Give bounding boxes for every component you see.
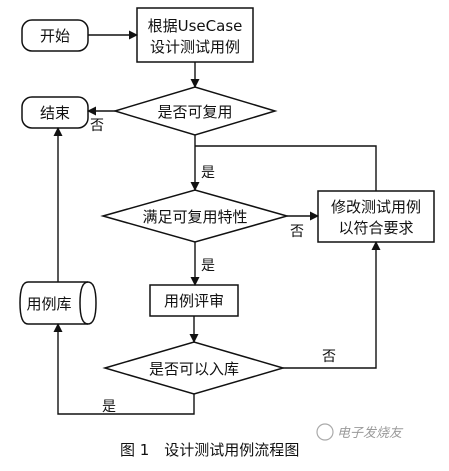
figure-caption: 图 1 设计测试用例流程图 — [120, 441, 299, 459]
storage-yes-label: 是 — [102, 399, 116, 415]
design-label-line1: 根据UseCase — [148, 17, 243, 35]
design-node: 根据UseCase 设计测试用例 — [136, 7, 254, 63]
watermark-text: 电子发烧友 — [337, 426, 404, 441]
meets-no-label: 否 — [290, 224, 304, 240]
review-label: 用例评审 — [164, 292, 224, 310]
library-label: 用例库 — [26, 295, 71, 313]
design-label-line2: 设计测试用例 — [150, 38, 240, 56]
reusable-no-label: 否 — [90, 118, 104, 134]
edge-modify-loop — [195, 145, 377, 191]
reusable-decision: 是否可复用 — [112, 86, 278, 136]
storage-no-label: 否 — [322, 349, 336, 365]
library-node: 用例库 — [19, 281, 97, 325]
meets-decision: 满足可复用特性 — [100, 189, 290, 243]
start-node: 开始 — [21, 19, 89, 52]
edge-storage-modify — [283, 241, 381, 369]
modify-node: 修改测试用例 以符合要求 — [317, 190, 435, 243]
start-label: 开始 — [40, 27, 70, 45]
reusable-decision-label: 是否可复用 — [157, 103, 232, 121]
storage-decision: 是否可以入库 — [102, 341, 286, 395]
edge-storage-library — [53, 323, 195, 415]
review-node: 用例评审 — [149, 284, 239, 317]
meets-yes-label: 是 — [201, 258, 215, 274]
storage-decision-label: 是否可以入库 — [149, 360, 239, 378]
meets-decision-label: 满足可复用特性 — [142, 208, 247, 226]
reusable-yes-label: 是 — [201, 165, 215, 181]
modify-label-line1: 修改测试用例 — [331, 198, 421, 216]
modify-label-line2: 以符合要求 — [338, 219, 413, 237]
end-label: 结束 — [40, 104, 70, 122]
end-node: 结束 — [21, 96, 89, 129]
watermark-logo-icon — [316, 423, 334, 441]
watermark: 电子发烧友 — [316, 423, 404, 441]
